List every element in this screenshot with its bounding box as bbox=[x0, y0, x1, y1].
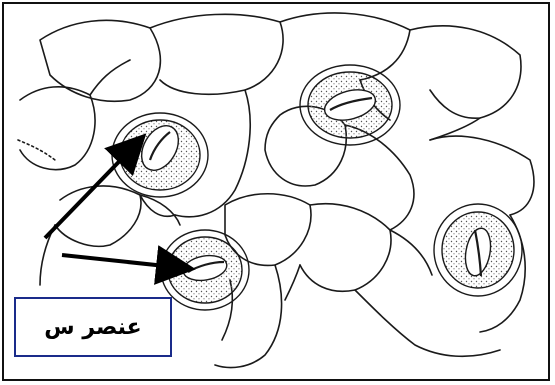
stoma-right bbox=[434, 204, 522, 296]
element-label: عنصر س bbox=[44, 315, 141, 340]
cell-wall bbox=[430, 136, 534, 215]
label-box: عنصر س bbox=[14, 297, 172, 357]
cell-wall bbox=[140, 195, 180, 225]
arrow-to-lower-stoma bbox=[62, 255, 184, 268]
cell-wall bbox=[20, 87, 95, 170]
cell-wall bbox=[90, 60, 130, 95]
stoma-upper-middle bbox=[300, 65, 400, 145]
cell-wall bbox=[40, 20, 160, 101]
cell-wall bbox=[140, 195, 175, 216]
cell-wall bbox=[390, 230, 432, 275]
cell-wall bbox=[150, 14, 283, 94]
cell-wall bbox=[355, 290, 500, 356]
arrow-to-upper-stoma bbox=[45, 142, 138, 238]
cell-wall bbox=[18, 140, 55, 160]
cell-wall bbox=[285, 265, 300, 300]
stoma-lower-middle bbox=[161, 230, 249, 310]
cell-wall bbox=[410, 26, 521, 118]
cell-wall bbox=[300, 204, 391, 292]
cell-wall bbox=[345, 125, 414, 230]
cell-wall bbox=[280, 13, 410, 80]
